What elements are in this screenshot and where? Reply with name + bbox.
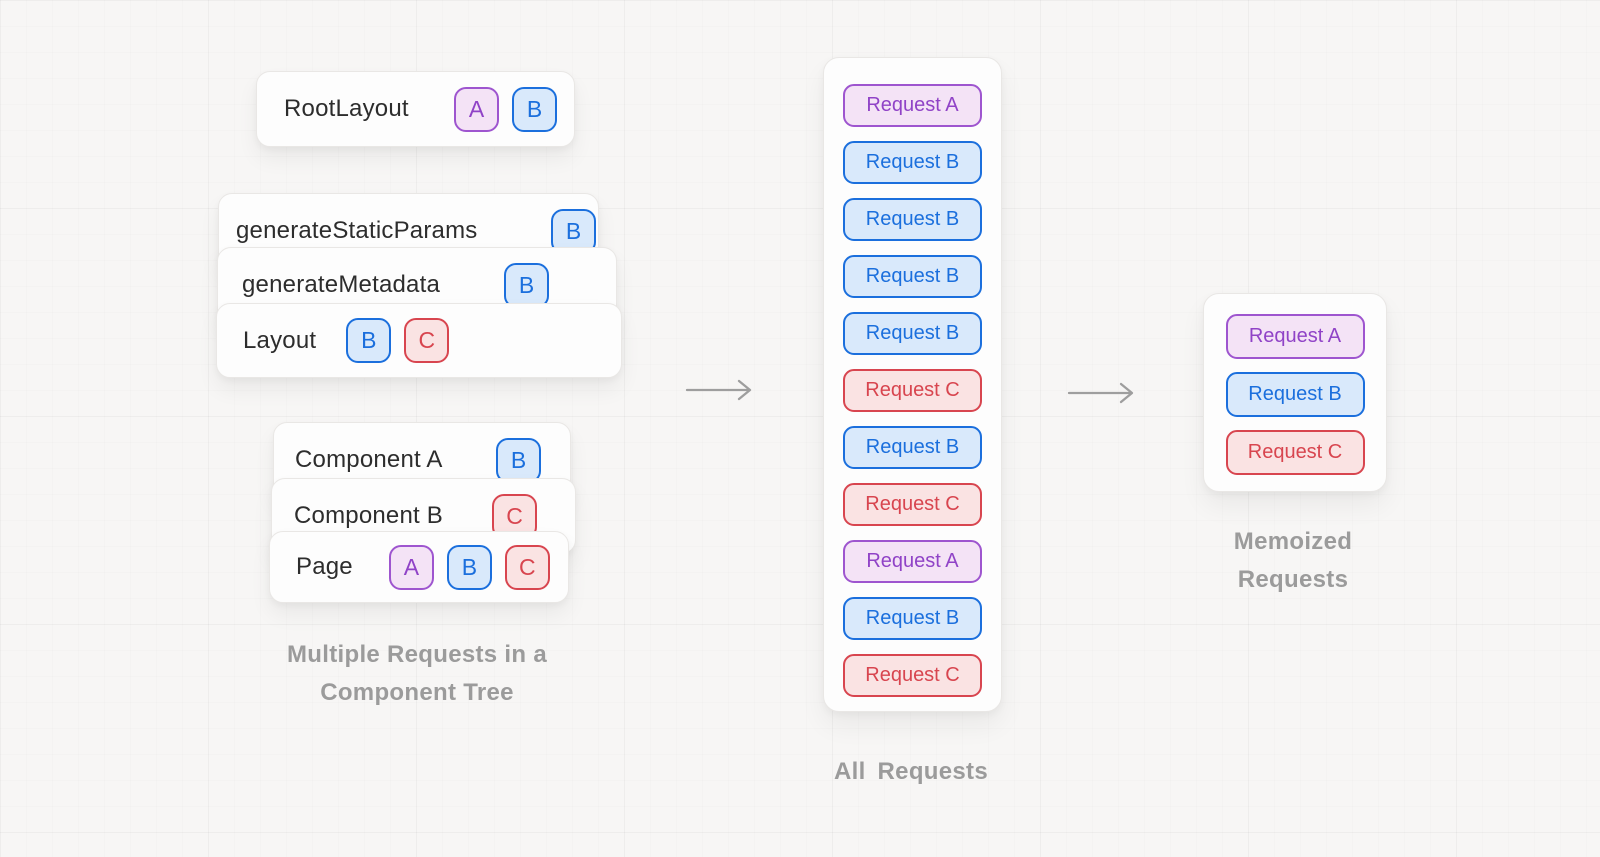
badge-b: B	[496, 437, 541, 483]
caption-memoized-line2: Requests	[1237, 566, 1349, 593]
caption-component-tree-line1: Multiple Requests in a	[287, 641, 547, 668]
request-chip-c: Request C	[843, 483, 982, 526]
request-chip-a: Request A	[843, 540, 982, 583]
card-component-b-label: Component B	[294, 502, 443, 529]
request-chip-c: Request C	[843, 369, 982, 412]
request-chip-a: Request A	[1225, 314, 1365, 359]
memoized-requests-panel: Request A Request B Request C	[1203, 293, 1387, 492]
caption-component-tree-line2: Component Tree	[320, 679, 514, 706]
badge-a: A	[454, 86, 499, 132]
arrow-right-icon	[1067, 382, 1134, 404]
request-chip-c: Request C	[1225, 430, 1365, 475]
request-chip-b: Request B	[1225, 372, 1365, 417]
card-layout-label: Layout	[243, 326, 317, 354]
card-rootlayout-label: RootLayout	[284, 95, 409, 122]
card-page-label: Page	[296, 553, 353, 580]
card-generatemetadata-badges: B	[504, 262, 549, 308]
caption-memoized-requests: Memoized Requests	[1193, 523, 1393, 599]
card-generatemetadata-label: generateMetadata	[242, 271, 441, 298]
caption-all-requests: All Requests	[834, 758, 988, 785]
card-component-a-label: Component A	[295, 446, 443, 473]
badge-b: B	[346, 318, 392, 363]
request-chip-b: Request B	[843, 255, 982, 298]
badge-c: C	[404, 318, 450, 363]
all-requests-panel: Request A Request B Request B Request B Requ…	[823, 57, 1002, 712]
request-chip-c: Request C	[843, 654, 982, 697]
card-generatestaticparams-label: generateStaticParams	[236, 217, 478, 244]
request-chip-b: Request B	[843, 312, 982, 355]
request-chip-b: Request B	[843, 198, 982, 241]
card-component-a-badges: B	[496, 437, 541, 483]
caption-memoized-line1: Memoized	[1233, 528, 1353, 555]
badge-a: A	[388, 544, 434, 590]
request-chip-b: Request B	[843, 426, 982, 469]
badge-b: B	[446, 544, 492, 590]
badge-c: C	[504, 544, 550, 590]
caption-component-tree: Multiple Requests in a Component Tree	[250, 636, 584, 712]
request-chip-b: Request B	[843, 597, 982, 640]
badge-b: B	[512, 86, 557, 132]
request-chip-a: Request A	[843, 84, 982, 127]
badge-b: B	[504, 262, 549, 308]
request-chip-b: Request B	[843, 141, 982, 184]
arrow-right-icon	[685, 379, 752, 401]
